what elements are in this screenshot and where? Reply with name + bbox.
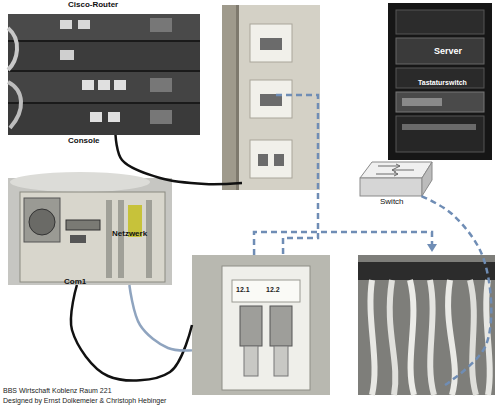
port-name: Netzwerk	[112, 230, 147, 239]
router-photo: Cisco-RouterConsole	[8, 14, 200, 135]
cable-segment	[421, 196, 491, 385]
cable-segment	[116, 135, 242, 184]
cable-connector	[71, 285, 192, 381]
socket-photo	[192, 255, 330, 395]
port-name: Com1	[64, 278, 86, 287]
server-rack-photo	[388, 3, 492, 160]
server-rack: ServerTastaturswitch	[388, 3, 492, 160]
switch-symbol	[360, 162, 432, 196]
port-name: Console	[68, 137, 100, 146]
wall-outlet-photo	[222, 5, 320, 190]
device-name: Server	[434, 47, 462, 57]
pc-photo: Com1 Netzwerk	[8, 178, 172, 285]
router-photo	[8, 14, 200, 135]
patch-panel-photo	[358, 244, 495, 395]
wall-socket: 12.1 12.2	[192, 255, 330, 395]
credit-note: Designed by Ernst Dolkemeier & Christoph…	[3, 397, 166, 405]
cable-connector	[129, 285, 192, 350]
socket-number: 12.1	[236, 286, 250, 294]
cable-segment	[276, 95, 318, 255]
socket-number: 12.2	[266, 286, 280, 294]
cable-segment	[71, 285, 192, 381]
location-note: BBS Wirtschaft Koblenz Raum 221	[3, 387, 112, 395]
device-name: Tastaturswitch	[418, 79, 467, 87]
cable-segment	[254, 232, 432, 255]
switch-box: Switch	[360, 160, 432, 196]
cable-segment	[129, 285, 192, 350]
device-name: Cisco-Router	[68, 1, 118, 10]
pc-photo	[8, 172, 172, 285]
device-name: Switch	[380, 198, 404, 207]
cable-connector	[254, 196, 491, 385]
